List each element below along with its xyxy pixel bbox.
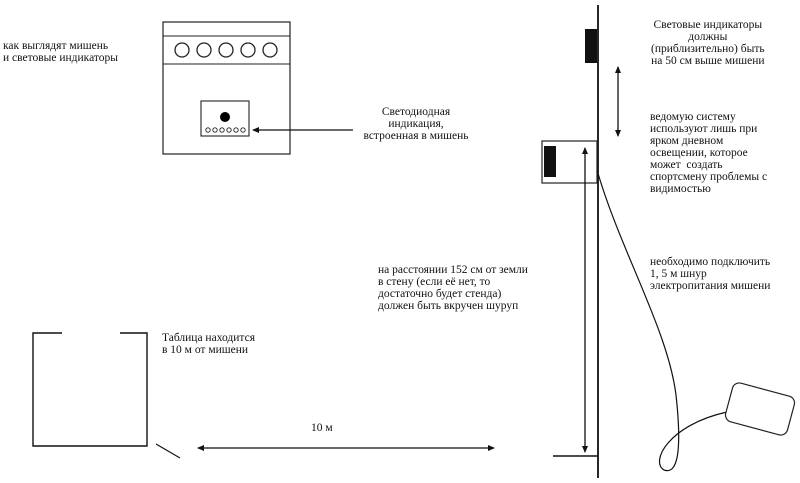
target-indicator-lights <box>174 42 278 58</box>
indicators-height-note: Световые индикаторы должны (приблизитель… <box>651 19 765 67</box>
table-stand <box>155 443 181 459</box>
indicator-lamp <box>585 29 597 63</box>
power-cord-note: необходимо подключить 1, 5 м шнур электр… <box>650 256 771 292</box>
power-cord <box>596 169 728 472</box>
distance-label: 10 м <box>311 422 333 434</box>
led-panel <box>200 100 250 137</box>
scoreboard-table <box>32 332 148 447</box>
table-note: Таблица находится в 10 м от мишени <box>162 332 255 356</box>
led-caption: Светодиодная индикация, встроенная в миш… <box>363 106 469 142</box>
screw-note: на расстоянии 152 см от земли в стену (е… <box>378 264 528 312</box>
daylight-note: ведомую систему используют лишь при ярко… <box>650 111 768 195</box>
target-caption: как выглядят мишень и световые индикатор… <box>3 40 118 64</box>
target-device <box>162 21 291 155</box>
target-mount <box>541 140 598 184</box>
power-supply <box>724 382 796 436</box>
